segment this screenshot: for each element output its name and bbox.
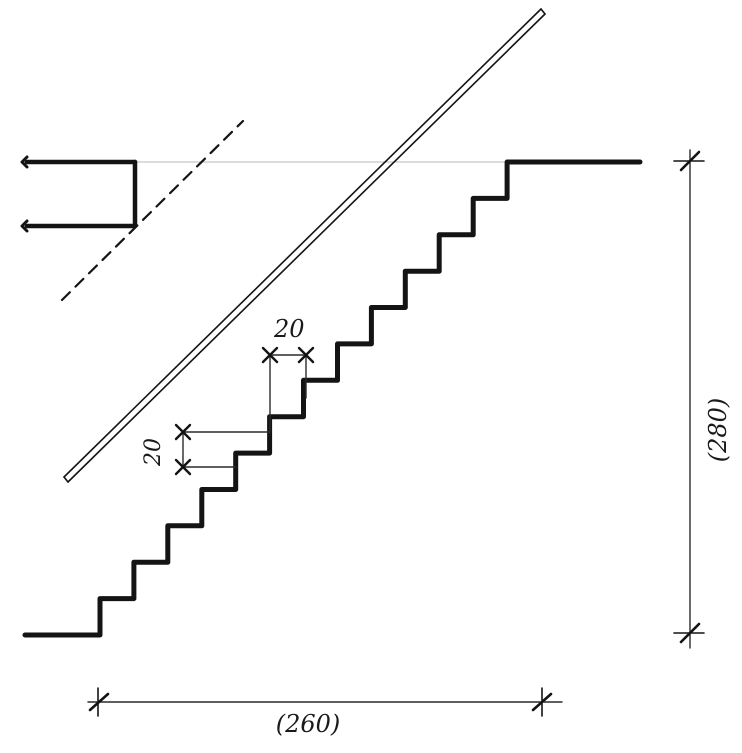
- headroom-dashed-line: [60, 119, 245, 302]
- width-dimension-line: [87, 687, 563, 717]
- riser-height-label: 20: [141, 438, 166, 467]
- detail-ticks: [174, 346, 315, 476]
- stair-profile: [22, 159, 643, 638]
- handrail: [63, 8, 546, 483]
- overall-width-label: (260): [276, 710, 341, 738]
- step-detail-guides: [182, 354, 307, 468]
- height-dimension-line: [673, 149, 705, 649]
- overall-height-label: (280): [704, 398, 732, 463]
- upper-floor-slab: [20, 155, 138, 233]
- tread-depth-label: 20: [273, 315, 305, 343]
